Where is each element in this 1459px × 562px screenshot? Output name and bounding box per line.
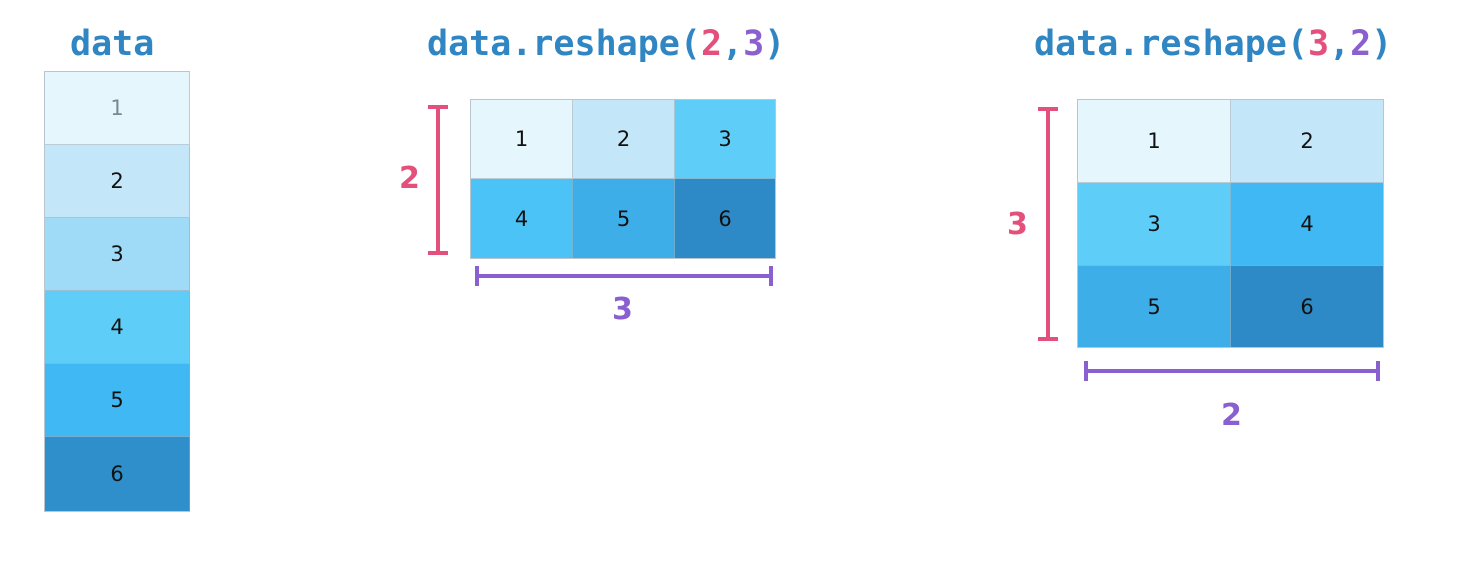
cell-r2c2: 4 xyxy=(1231,183,1383,266)
data-cell-3: 3 xyxy=(45,218,190,291)
reshape-2x3-title: data.reshape(2,3) xyxy=(427,24,785,64)
cell-r3c2: 6 xyxy=(1231,266,1383,347)
cols-dimension-label: 2 xyxy=(1221,398,1242,433)
cols-dimension-bracket xyxy=(1084,361,1380,381)
reshape-3x2-title: data.reshape(3,2) xyxy=(1034,24,1392,64)
reshape-2x3-array: 1 2 3 4 5 6 xyxy=(470,99,776,259)
cols-dimension-bracket xyxy=(475,266,773,286)
data-cell-1: 1 xyxy=(45,72,190,145)
title-rows-arg: 3 xyxy=(1307,24,1330,64)
cell-r1c3: 3 xyxy=(675,100,775,179)
cell-r2c3: 6 xyxy=(675,179,775,258)
title-separator: , xyxy=(1329,24,1351,64)
rows-dimension-bracket xyxy=(1038,107,1058,341)
title-suffix: ) xyxy=(1371,24,1393,64)
title-prefix: data.reshape( xyxy=(1034,24,1308,64)
cell-r1c2: 2 xyxy=(573,100,675,179)
rows-dimension-label: 2 xyxy=(399,161,420,196)
title-suffix: ) xyxy=(764,24,786,64)
data-cell-2: 2 xyxy=(45,145,190,218)
cell-r2c1: 4 xyxy=(471,179,573,258)
cell-r1c1: 1 xyxy=(471,100,573,179)
cell-r2c1: 3 xyxy=(1078,183,1231,266)
data-cell-6: 6 xyxy=(45,437,190,511)
title-separator: , xyxy=(722,24,744,64)
cols-dimension-label: 3 xyxy=(612,292,633,327)
cell-r3c1: 5 xyxy=(1078,266,1231,347)
reshape-3x2-array: 1 2 3 4 5 6 xyxy=(1077,99,1384,348)
data-column-array: 1 2 3 4 5 6 xyxy=(44,71,190,512)
title-cols-arg: 2 xyxy=(1350,24,1372,64)
data-cell-5: 5 xyxy=(45,364,190,437)
rows-dimension-label: 3 xyxy=(1007,207,1028,242)
title-prefix: data.reshape( xyxy=(427,24,701,64)
cell-r1c1: 1 xyxy=(1078,100,1231,183)
cell-r1c2: 2 xyxy=(1231,100,1383,183)
title-rows-arg: 2 xyxy=(700,24,723,64)
cell-r2c2: 5 xyxy=(573,179,675,258)
title-cols-arg: 3 xyxy=(743,24,765,64)
rows-dimension-bracket xyxy=(428,105,448,255)
data-title: data xyxy=(70,24,155,64)
data-cell-4: 4 xyxy=(45,291,190,364)
